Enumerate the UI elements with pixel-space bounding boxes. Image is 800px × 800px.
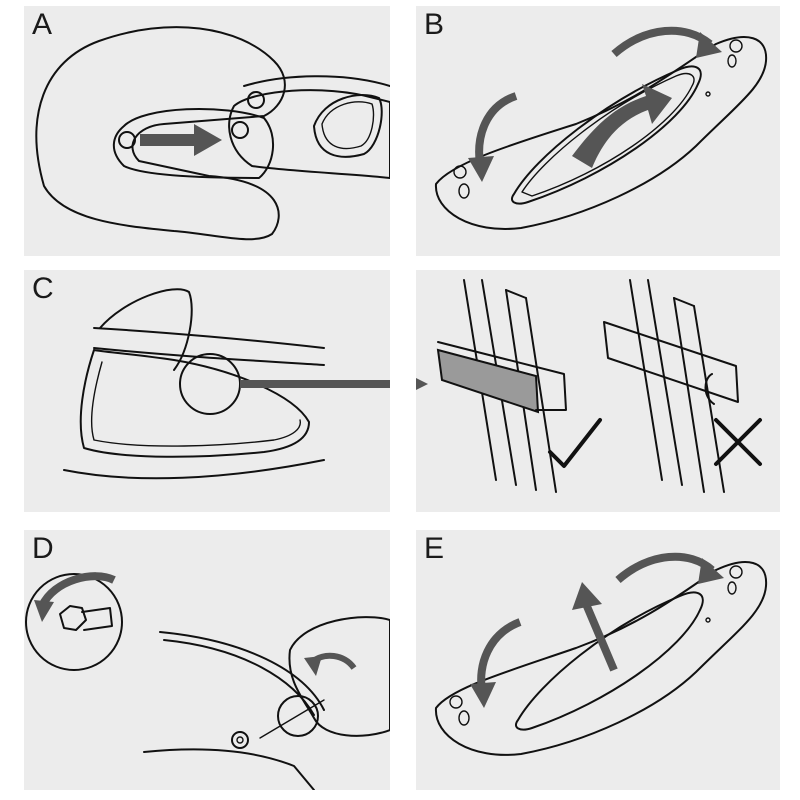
step-letter-c: C — [32, 272, 54, 305]
right-pin-hole — [727, 54, 737, 68]
curved-arrow-left-icon — [475, 92, 518, 165]
helmet-lower — [143, 748, 315, 790]
helmet-shell — [35, 26, 286, 241]
pin-shaft — [81, 607, 113, 631]
pin-screw — [231, 731, 249, 749]
visor-outline — [434, 561, 768, 756]
check-icon — [548, 418, 602, 468]
visor-bend-diagram — [434, 26, 768, 230]
left-pin-hole — [458, 710, 470, 726]
pin-head-icon — [59, 605, 87, 631]
bend-arrow-icon — [572, 84, 672, 168]
small-hole — [705, 617, 711, 623]
step-letter-b: B — [424, 8, 445, 41]
helmet-visor — [112, 108, 275, 179]
hand-outline — [288, 616, 390, 737]
visor-edge — [159, 631, 325, 711]
visor-top — [99, 288, 193, 371]
pinlock-insert — [313, 94, 383, 158]
detail-zoom-circle — [25, 573, 123, 671]
detached-visor-back — [243, 75, 390, 87]
pinlock-insert-inner — [321, 101, 375, 150]
insert-arrow-icon — [140, 124, 222, 156]
helmet-visor-diagram — [35, 26, 390, 241]
incorrect-visor-front — [629, 279, 663, 481]
helmet-lower — [63, 459, 325, 480]
detached-visor — [228, 89, 390, 179]
visor-seal-diagram — [63, 288, 390, 480]
fit-comparison-diagram — [416, 279, 762, 493]
right-pivot-hole — [729, 39, 743, 53]
right-pin-hole — [727, 581, 737, 595]
pinlock-insert — [514, 591, 704, 731]
detached-visor-hole-2 — [231, 121, 249, 139]
incorrect-visor-back — [647, 279, 683, 486]
detached-visor-hole-1 — [247, 91, 265, 109]
screwdriver — [259, 699, 325, 739]
step-d-panel: D — [24, 530, 390, 790]
cross-icon — [714, 418, 762, 466]
step-letter-a: A — [32, 8, 53, 41]
step-a-panel: A — [24, 6, 390, 256]
correct-seal-bar — [437, 341, 567, 411]
step-e-panel: E — [416, 530, 780, 790]
pinlock-edge — [90, 361, 301, 447]
left-pivot-hole — [453, 165, 467, 179]
curved-arrow-right-icon — [615, 552, 715, 584]
incorrect-frame-top — [673, 297, 695, 307]
pin-screw-center — [236, 736, 244, 744]
curved-arrow-right-icon — [611, 26, 713, 58]
step-c-panel: C — [24, 270, 390, 512]
step-b-panel: B — [416, 6, 780, 256]
left-pivot-hole — [449, 695, 463, 709]
step-c-detail-panel — [416, 270, 780, 512]
right-pivot-hole — [729, 565, 743, 579]
correct-seal-strip — [436, 348, 540, 414]
correct-frame-top — [505, 289, 527, 299]
step-letter-e: E — [424, 532, 445, 565]
visor-remove-diagram — [434, 552, 768, 756]
visor-outline — [434, 36, 768, 230]
left-pin-hole — [458, 183, 470, 199]
magnify-circle — [179, 353, 241, 415]
hand-grip-ring — [277, 695, 319, 737]
curved-arrow-left-icon — [477, 618, 522, 691]
pinlock-insert — [510, 65, 702, 205]
counterclockwise-arrow-icon — [38, 572, 116, 608]
zoom-pointer-tip — [416, 378, 428, 390]
push-arrow-icon — [582, 602, 618, 672]
incorrect-seal-end — [704, 373, 715, 405]
helmet-edge — [93, 327, 325, 349]
visor-pivot-hole — [118, 131, 136, 149]
step-letter-d: D — [32, 532, 54, 565]
visor-upper-line — [93, 347, 325, 366]
pin-adjust-diagram — [25, 572, 390, 790]
small-hole — [705, 91, 711, 97]
incorrect-seal-bar — [603, 321, 739, 403]
visor-shape — [79, 349, 310, 458]
pinlock-insert-inner — [521, 72, 695, 197]
